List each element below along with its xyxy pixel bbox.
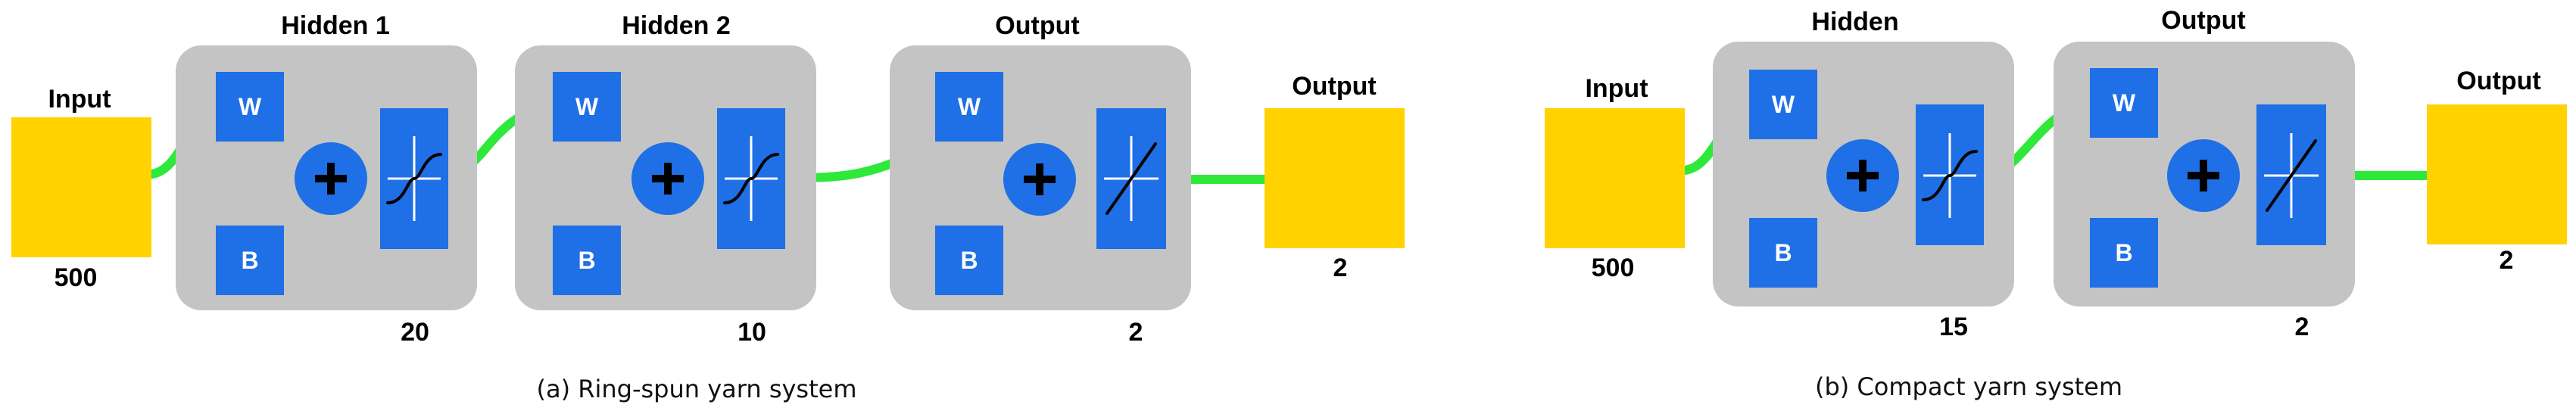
layer-output: Output W B 2: [890, 11, 1191, 347]
bias-label: B: [1774, 239, 1792, 266]
sigmoid-transfer-icon: [380, 108, 448, 249]
layer-hidden-2: Hidden 2 W B 10: [515, 11, 816, 347]
input-label: Input: [48, 85, 111, 114]
neuron-count: 10: [738, 318, 766, 347]
output-label: Output: [2456, 67, 2540, 95]
panel-a-ring-spun: Input 500 Hidden 1 W B 20: [11, 11, 1405, 403]
bias-block: [935, 226, 1003, 295]
layer-hidden: Hidden W B 15: [1713, 8, 2014, 341]
input-size: 500: [55, 263, 98, 292]
linear-transfer-icon: [1096, 108, 1166, 249]
neuron-count: 15: [1939, 313, 1968, 341]
plus-icon: [295, 142, 367, 215]
output-size: 2: [1333, 254, 1348, 282]
plus-icon: [1003, 143, 1076, 216]
weight-label: W: [958, 93, 981, 120]
input-size: 500: [1592, 254, 1635, 282]
bias-label: B: [241, 247, 258, 274]
input-block: Input 500: [1545, 74, 1685, 282]
bias-label: B: [2115, 239, 2132, 266]
weight-block: [1749, 70, 1817, 139]
plus-icon: [1826, 139, 1899, 212]
weight-block: [553, 72, 621, 142]
neuron-count: 2: [2295, 313, 2309, 341]
bias-block: [216, 226, 284, 295]
output-size: 2: [2500, 246, 2514, 275]
sigmoid-transfer-icon: [717, 108, 785, 249]
input-label: Input: [1585, 74, 1648, 103]
weight-label: W: [2113, 89, 2136, 117]
weight-block: [216, 72, 284, 142]
bias-label: B: [960, 247, 978, 274]
neuron-count: 20: [401, 318, 429, 347]
plus-icon: [632, 142, 704, 215]
neuron-count: 2: [1129, 318, 1143, 347]
weight-block: [2090, 68, 2158, 138]
layer-title: Hidden 1: [281, 11, 390, 40]
weight-label: W: [1772, 91, 1795, 118]
layer-hidden-1: Hidden 1 W B 20: [176, 11, 477, 347]
weight-label: W: [239, 93, 262, 120]
caption: (b) Compact yarn system: [1815, 372, 2122, 401]
weight-label: W: [575, 93, 599, 120]
caption: (a) Ring-spun yarn system: [536, 375, 856, 403]
linear-transfer-icon: [2256, 104, 2326, 245]
layer-title: Output: [995, 11, 1079, 40]
layer-title: Output: [2161, 6, 2245, 35]
weight-block: [935, 72, 1003, 142]
layer-output: Output W B 2: [2054, 6, 2355, 341]
sigmoid-transfer-icon: [1916, 104, 1984, 245]
output-block: Output 2: [2427, 67, 2567, 275]
output-block: Output 2: [1265, 72, 1405, 282]
layer-title: Hidden: [1811, 8, 1898, 36]
bias-block: [553, 226, 621, 295]
output-label: Output: [1292, 72, 1376, 101]
input-block: Input 500: [11, 85, 151, 292]
plus-icon: [2167, 139, 2240, 212]
bias-block: [1749, 218, 1817, 288]
bias-block: [2090, 218, 2158, 288]
panel-b-compact: Input 500 Hidden W B 15: [1545, 6, 2567, 401]
bias-label: B: [578, 247, 595, 274]
layer-title: Hidden 2: [622, 11, 731, 40]
